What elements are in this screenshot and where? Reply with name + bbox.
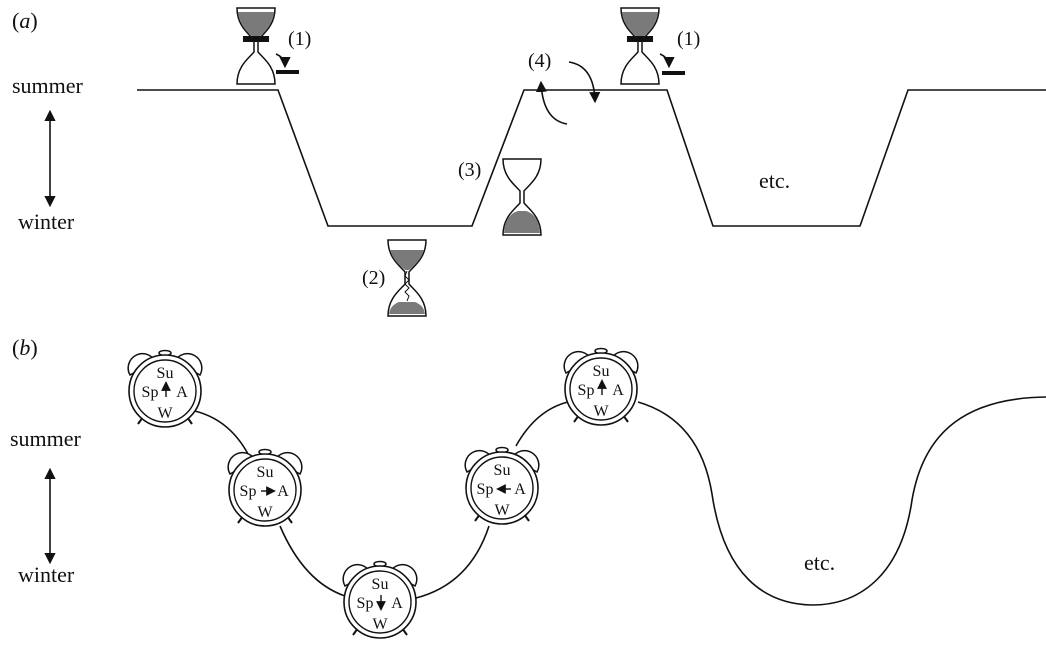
winter-label-b: winter <box>18 562 75 587</box>
circadian-curve-seg-2 <box>279 525 346 597</box>
svg-text:W: W <box>593 403 609 420</box>
arrow-down-icon-1 <box>275 53 291 69</box>
etc-label-b: etc. <box>804 550 835 575</box>
summer-label-a: summer <box>12 73 84 98</box>
hourglass-blocked-icon-1 <box>236 7 276 85</box>
alarm-clock-icon-1: Su Sp A W <box>127 349 203 428</box>
step-label-1a: (1) <box>288 28 311 50</box>
alarm-clock-icon-2: Su Sp A W <box>227 448 303 527</box>
summer-label-b: summer <box>10 426 82 451</box>
hourglass-emptied-icon <box>502 158 542 236</box>
step-label-1b: (1) <box>677 28 700 50</box>
svg-text:W: W <box>257 504 273 521</box>
svg-text:Sp: Sp <box>357 595 374 612</box>
svg-text:Su: Su <box>494 462 511 479</box>
svg-text:A: A <box>612 382 624 399</box>
step-label-2: (2) <box>362 267 385 289</box>
svg-text:Su: Su <box>593 363 610 380</box>
svg-text:Su: Su <box>157 365 174 382</box>
circadian-curve-seg-3 <box>415 525 490 599</box>
flip-arrow-down-icon <box>568 61 601 104</box>
step-timer-waveform <box>137 89 1046 227</box>
alarm-clock-icon-5: Su Sp A W <box>563 347 639 426</box>
svg-text:W: W <box>157 405 173 422</box>
svg-text:W: W <box>494 502 510 519</box>
circadian-curve-seg-4 <box>515 401 569 447</box>
svg-text:A: A <box>514 481 526 498</box>
etc-label-a: etc. <box>759 168 790 193</box>
svg-text:Sp: Sp <box>240 483 257 500</box>
step-label-3: (3) <box>458 159 481 181</box>
panel-label-a: (a) <box>12 8 38 33</box>
svg-text:Su: Su <box>257 464 274 481</box>
alarm-clock-icon-4: Su Sp A W <box>464 446 540 525</box>
svg-text:Sp: Sp <box>142 384 159 401</box>
flip-arrow-up-icon <box>535 80 568 125</box>
alarm-clock-icon-3: Su Sp A W <box>342 560 418 639</box>
svg-text:Sp: Sp <box>477 481 494 498</box>
svg-text:W: W <box>372 616 388 633</box>
panel-label-b: (b) <box>12 335 38 360</box>
step-label-4: (4) <box>528 50 551 72</box>
svg-text:Su: Su <box>372 576 389 593</box>
arrow-down-icon-2 <box>659 53 675 69</box>
hourglass-flowing-icon <box>387 239 427 317</box>
circadian-curve-seg-5 <box>637 396 1046 606</box>
winter-label-a: winter <box>18 209 75 234</box>
svg-text:Sp: Sp <box>578 382 595 399</box>
hourglass-blocked-icon-2 <box>620 7 660 85</box>
svg-text:A: A <box>277 483 289 500</box>
svg-text:A: A <box>176 384 188 401</box>
svg-text:A: A <box>391 595 403 612</box>
